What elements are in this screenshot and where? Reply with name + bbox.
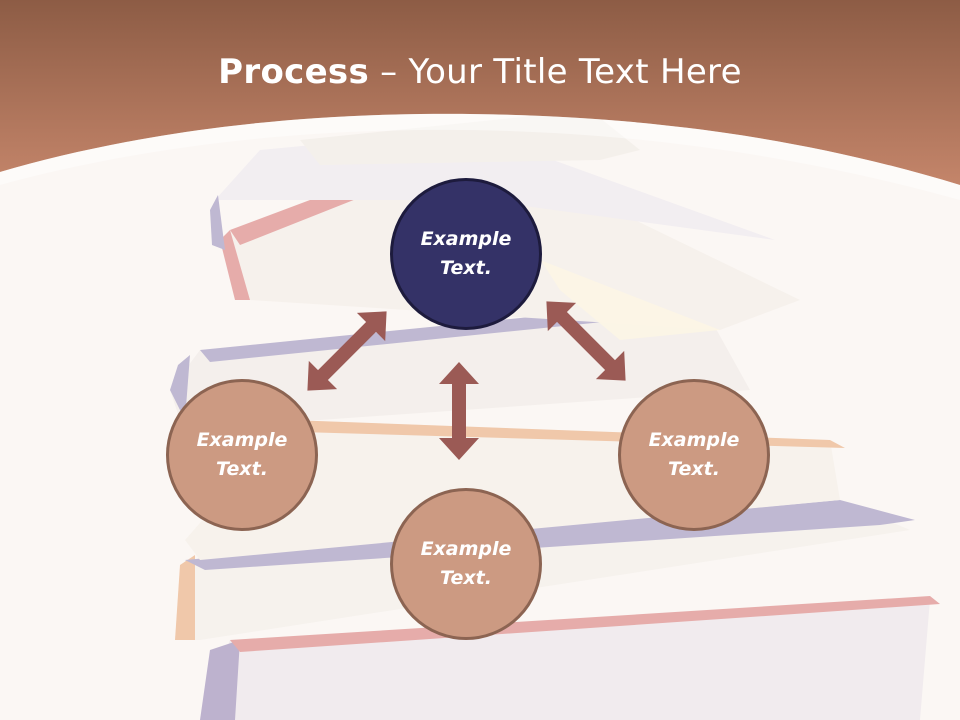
double-arrow-top-left[interactable]: [293, 297, 400, 404]
header-band: [0, 0, 960, 185]
node-left-line2: Text.: [216, 458, 268, 480]
header-swoosh: [0, 113, 960, 200]
title-bold: Process: [218, 52, 370, 92]
node-right[interactable]: Example Text.: [618, 379, 770, 531]
node-top-line1: Example: [420, 228, 512, 250]
double-arrow-top-right[interactable]: [532, 287, 639, 394]
node-right-line2: Text.: [668, 458, 720, 480]
title-rest: – Your Title Text Here: [369, 52, 742, 92]
slide-title[interactable]: Process – Your Title Text Here: [0, 52, 960, 92]
node-bottom-line1: Example: [420, 538, 512, 560]
node-top-line2: Text.: [440, 257, 492, 279]
node-bottom[interactable]: Example Text.: [390, 488, 542, 640]
node-left-line1: Example: [196, 429, 288, 451]
node-top[interactable]: Example Text.: [390, 178, 542, 330]
node-bottom-line2: Text.: [440, 567, 492, 589]
node-left[interactable]: Example Text.: [166, 379, 318, 531]
double-arrow-vertical[interactable]: [439, 362, 479, 460]
node-right-line1: Example: [648, 429, 740, 451]
